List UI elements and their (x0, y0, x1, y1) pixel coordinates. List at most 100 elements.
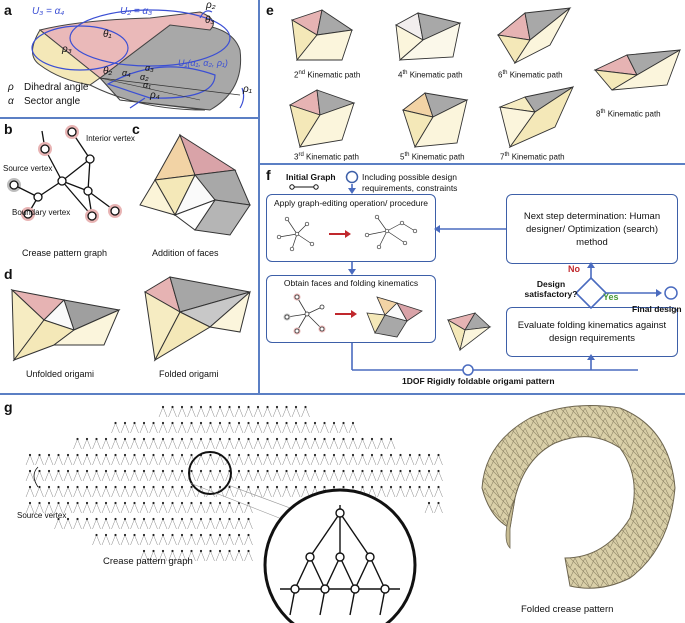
lattice-edge (381, 486, 386, 498)
lattice-edge (301, 406, 306, 418)
lattice-edge (225, 406, 230, 418)
lattice-edge (120, 534, 126, 546)
lattice-node (123, 421, 127, 425)
kp6-num: 6 (498, 70, 503, 80)
lattice-edge (333, 422, 339, 434)
lattice-node (285, 469, 288, 473)
lattice-edge (115, 518, 120, 530)
lattice-edge (301, 486, 306, 498)
lattice-edge (371, 486, 377, 498)
lattice-edge (257, 406, 263, 418)
lattice-node (304, 437, 307, 441)
lattice-edge (191, 534, 196, 546)
lattice-edge (92, 470, 97, 482)
lattice-edge (162, 406, 168, 418)
lattice-edge (101, 438, 107, 450)
lattice-edge (158, 470, 164, 482)
lattice-edge (200, 518, 206, 530)
lattice-node (209, 485, 212, 489)
lattice-edge (115, 502, 120, 514)
lattice-edge (187, 534, 192, 546)
lattice-node (199, 437, 203, 441)
lattice-edge (139, 518, 145, 530)
lattice-edge (225, 486, 230, 498)
lattice-edge (187, 406, 192, 418)
lattice-edge (39, 470, 44, 482)
lattice-edge (248, 438, 253, 450)
lattice-node (57, 453, 60, 457)
unfolded-origami-caption: Unfolded origami (26, 369, 95, 379)
lattice-edge (111, 438, 116, 450)
lattice-node (247, 437, 250, 441)
lattice-edge (244, 422, 249, 434)
lattice-edge (257, 486, 263, 498)
lattice-edge (434, 502, 439, 514)
lattice-node (427, 485, 431, 489)
lattice-edge (219, 422, 225, 434)
lattice-edge (238, 502, 244, 514)
lattice-edge (272, 486, 278, 498)
lattice-node (95, 501, 98, 505)
lattice-node (190, 533, 193, 537)
lattice-edge (234, 534, 240, 546)
lattice-node (76, 485, 79, 489)
lattice-edge (396, 454, 401, 466)
lattice-edge (438, 502, 443, 514)
lattice-node (380, 437, 383, 441)
lattice-edge (115, 486, 120, 498)
u2-label: U₂ = α₃ (120, 6, 153, 17)
lattice-edge (149, 454, 154, 466)
lattice-edge (238, 406, 244, 418)
lattice-node (332, 453, 336, 457)
lattice-edge (172, 502, 177, 514)
lattice-edge (248, 502, 253, 514)
lattice-edge (96, 470, 101, 482)
lattice-node (180, 501, 184, 505)
lattice-node (28, 469, 32, 473)
lattice-node (95, 517, 98, 521)
lattice-edge (329, 454, 335, 466)
lattice-edge (358, 438, 363, 450)
lattice-node (323, 421, 326, 425)
lattice-node (427, 469, 431, 473)
lattice-edge (162, 486, 168, 498)
lattice-edge (120, 422, 126, 434)
lattice-edge (238, 470, 244, 482)
pattern-label: 1DOF Rigidly foldable origami pattern (402, 376, 555, 386)
lattice-node (256, 421, 260, 425)
kinematic-path-2-label: 2nd Kinematic path (294, 70, 360, 80)
lattice-edge (48, 454, 54, 466)
lattice-edge (177, 454, 183, 466)
lattice-node (152, 437, 155, 441)
divider-a-b (0, 117, 258, 119)
panel-label-f: f (266, 167, 271, 183)
lattice-edge (248, 454, 253, 466)
crease-pattern-graph-label-g: Crease pattern graph (103, 556, 193, 567)
no-label: No (568, 264, 580, 274)
lattice-edge (58, 486, 63, 498)
lattice-node (190, 469, 193, 473)
lattice-edge (428, 486, 434, 498)
u1-label: U₁(α₁, α₂, ρ₁) (178, 58, 228, 68)
lattice-edge (234, 518, 240, 530)
lattice-edge (200, 406, 206, 418)
lattice-edge (86, 502, 92, 514)
lattice-edge (257, 422, 263, 434)
lattice-edge (25, 502, 31, 514)
lattice-edge (210, 518, 215, 530)
lattice-edge (320, 438, 325, 450)
lattice-node (161, 421, 165, 425)
lattice-edge (415, 470, 420, 482)
lattice-edge (143, 422, 149, 434)
lattice-edge (44, 486, 50, 498)
kp5-num: 5 (400, 152, 405, 162)
lattice-node (247, 533, 250, 537)
lattice-edge (200, 534, 206, 546)
lattice-node (104, 501, 108, 505)
lattice-edge (191, 550, 196, 562)
theta2-label: θ₂ (103, 66, 113, 77)
lattice-edge (143, 502, 149, 514)
lattice-edge (191, 502, 196, 514)
lattice-edge (215, 470, 221, 482)
divider-e-f (260, 163, 685, 165)
